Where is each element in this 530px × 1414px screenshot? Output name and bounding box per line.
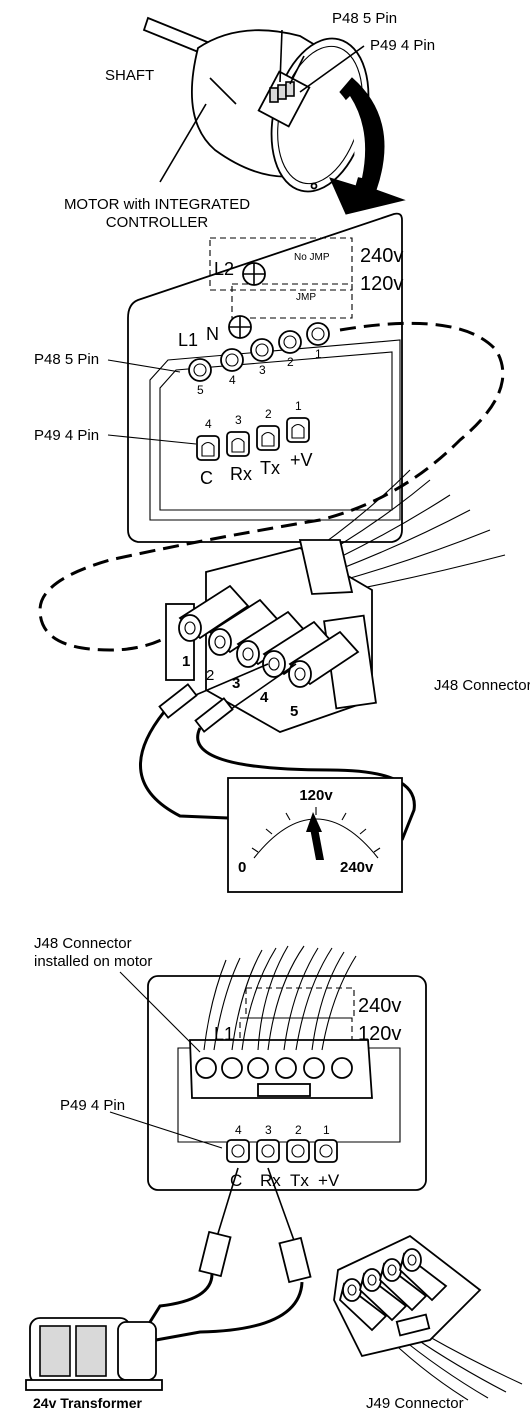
top-120v-label: 120v	[360, 273, 403, 295]
installed-label-line1: J48 Connector	[34, 935, 132, 952]
j48-pin-tube	[288, 660, 312, 688]
j48-pin-tubes: 12 3 4 5	[178, 584, 360, 720]
jmp-label: JMP	[296, 292, 316, 303]
j48-pin-tube	[236, 640, 260, 668]
j48-pin-number: 1	[182, 653, 190, 670]
motor-assembly: SHAFT P48 5 Pin P49 4 Pin MOTOR with INT…	[64, 10, 435, 231]
motor-p48-label: P48 5 Pin	[332, 10, 397, 27]
bottom-p49-socket	[314, 1139, 338, 1163]
l2-label: L2	[214, 259, 234, 279]
motor-title-line1: MOTOR with INTEGRATED	[64, 196, 250, 213]
panel-p48-label: P48 5 Pin	[34, 351, 99, 368]
j49-pin-tube	[402, 1248, 422, 1272]
p49-pin-row: 4C 3Rx 2Tx 1 +V	[196, 399, 313, 488]
p49-pin-number: 4	[205, 417, 212, 431]
installed-plug-sockets	[195, 1057, 353, 1079]
p48-pin-number: 1	[315, 347, 322, 361]
bottom-p49-pin-number: 2	[295, 1123, 302, 1137]
p49-signal-label: +V	[290, 450, 313, 470]
bottom-p49-pin-number: 3	[265, 1123, 272, 1137]
meter-probes	[139, 663, 416, 841]
motor-title-line2: CONTROLLER	[106, 214, 209, 231]
installed-label-line2: installed on motor	[34, 953, 152, 970]
bottom-p49-socket	[286, 1139, 310, 1163]
p48-socket	[188, 358, 212, 382]
bottom-p49-signal-label: +V	[318, 1171, 340, 1190]
top-240v-label: 240v	[360, 245, 403, 267]
j49-pin-tubes	[338, 1248, 448, 1332]
p48-pin-block-icon	[269, 81, 295, 103]
p49-pin-number: 3	[235, 413, 242, 427]
bottom-p49-pin-number: 4	[235, 1123, 242, 1137]
bottom-p49-label: P49 4 Pin	[60, 1097, 125, 1114]
p48-socket	[250, 338, 274, 362]
j48-pin-number: 3	[232, 675, 240, 692]
j48-pin-tube	[208, 628, 232, 656]
shaft-label: SHAFT	[105, 67, 154, 84]
n-label: N	[206, 324, 219, 344]
p48-socket	[220, 348, 244, 372]
transformer-probes	[148, 1167, 312, 1342]
meter-240-label: 240v	[340, 859, 374, 876]
p49-signal-label: C	[200, 468, 213, 488]
p48-pin-row: 5 4 3 2 1	[188, 322, 330, 397]
j48-label: J48 Connector	[434, 677, 530, 694]
meter-zero-label: 0	[238, 859, 246, 876]
motor-p49-label: P49 4 Pin	[370, 37, 435, 54]
j48-pin-number: 5	[290, 703, 298, 720]
p49-signal-label: Tx	[260, 458, 280, 478]
no-jmp-label: No JMP	[294, 252, 330, 263]
bottom-p49-pin-number: 1	[323, 1123, 330, 1137]
p48-pin-number: 3	[259, 363, 266, 377]
bottom-p49-socket	[226, 1139, 250, 1163]
l1-label: L1	[178, 330, 198, 350]
dashed-link-loop	[38, 321, 505, 652]
bottom-p49-signal-label: Rx	[260, 1171, 281, 1190]
bottom-l1-label: L1	[214, 1024, 234, 1044]
bottom-p49-signal-label: Tx	[290, 1171, 309, 1190]
transformer-label: 24v Transformer	[33, 1395, 142, 1411]
panel-p49-label: P49 4 Pin	[34, 427, 99, 444]
control-panel-top: 240v 120v L2 No JMP JMP L1 N 5 4 3 2 1 4C 3Rx…	[34, 212, 403, 543]
p49-pin-number: 1	[295, 399, 302, 413]
j49-connector: J49 Connector	[333, 1234, 523, 1412]
voltmeter: 120v 0 240v	[227, 777, 403, 893]
j48-pin-tube	[178, 614, 202, 642]
p48-socket	[306, 322, 330, 346]
j49-pin-tube	[382, 1258, 402, 1282]
j48-pin-number: 4	[260, 689, 269, 706]
j49-pin-tube	[362, 1268, 382, 1292]
p48-socket	[278, 330, 302, 354]
p49-signal-label: Rx	[230, 464, 252, 484]
j48-connector: 12 3 4 5 J48 Connector	[165, 469, 530, 733]
j48-pin-tube	[262, 650, 286, 678]
j49-label: J49 Connector	[366, 1395, 464, 1412]
bottom-p49-socket	[256, 1139, 280, 1163]
ground-icon	[228, 262, 266, 339]
j49-pin-tube	[342, 1278, 362, 1302]
p48-pin-number: 2	[287, 355, 294, 369]
meter-top-label: 120v	[299, 787, 333, 804]
needle-icon	[310, 828, 324, 860]
bottom-240v-label: 240v	[358, 995, 401, 1017]
p48-pin-number: 5	[197, 383, 204, 397]
transformer-icon: 24v Transformer	[25, 1317, 163, 1411]
p49-pin-number: 2	[265, 407, 272, 421]
p48-pin-number: 4	[229, 373, 236, 387]
j48-pin-number: 2	[206, 667, 214, 684]
